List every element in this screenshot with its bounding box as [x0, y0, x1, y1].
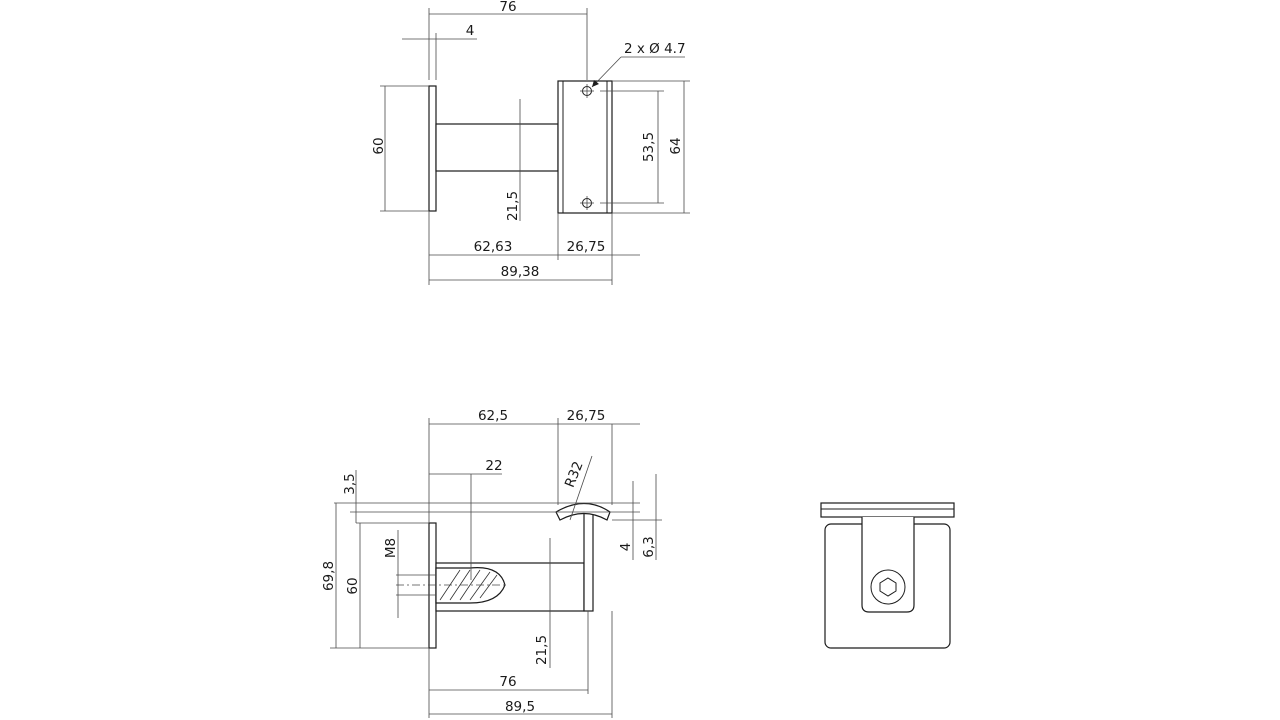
dim-side-89-5: 89,5	[505, 699, 535, 715]
dim-side-22: 22	[485, 458, 502, 474]
front-saddle-top	[820, 502, 955, 518]
dim-side-3-5: 3,5	[342, 473, 358, 494]
front-bracket-body	[861, 517, 915, 613]
dim-top-60: 60	[371, 137, 387, 154]
dim-top-89-38: 89,38	[501, 264, 540, 280]
top-wall-plate	[428, 85, 437, 212]
dim-side-m8: M8	[383, 538, 399, 558]
dim-top-21-5: 21,5	[505, 191, 521, 221]
dim-top-53-5: 53,5	[641, 132, 657, 162]
dim-side-76: 76	[499, 674, 516, 690]
dim-side-21-5: 21,5	[534, 635, 550, 665]
dim-side-r32: R32	[562, 459, 587, 490]
top-bracket	[557, 80, 613, 214]
dim-side-62-5: 62,5	[478, 408, 508, 424]
dim-top-76: 76	[499, 0, 516, 15]
dim-side-4: 4	[618, 543, 634, 552]
front-view	[820, 502, 955, 649]
dim-top-26-75: 26,75	[567, 239, 606, 255]
side-wall-plate	[428, 522, 437, 649]
hex-socket-icon	[879, 577, 897, 597]
dim-side-6-3: 6,3	[641, 536, 657, 557]
top-view: 76 4 2 x Ø 4.7 60 64 53,5 21,5 62,6	[371, 0, 690, 285]
dim-top-64: 64	[668, 137, 684, 154]
dim-top-holes: 2 x Ø 4.7	[624, 41, 686, 57]
front-bolt-head	[870, 569, 906, 605]
dim-top-62-63: 62,63	[474, 239, 513, 255]
dim-side-69-8: 69,8	[321, 561, 337, 591]
side-vertical-post	[583, 507, 594, 612]
dim-side-26-75: 26,75	[567, 408, 606, 424]
top-arm-tube	[435, 123, 559, 172]
dim-top-4: 4	[466, 23, 475, 39]
side-view: 62,5 26,75 22 R32 3,5 M8 69,8 60 4 6,3	[321, 408, 662, 718]
dim-side-60: 60	[345, 577, 361, 594]
